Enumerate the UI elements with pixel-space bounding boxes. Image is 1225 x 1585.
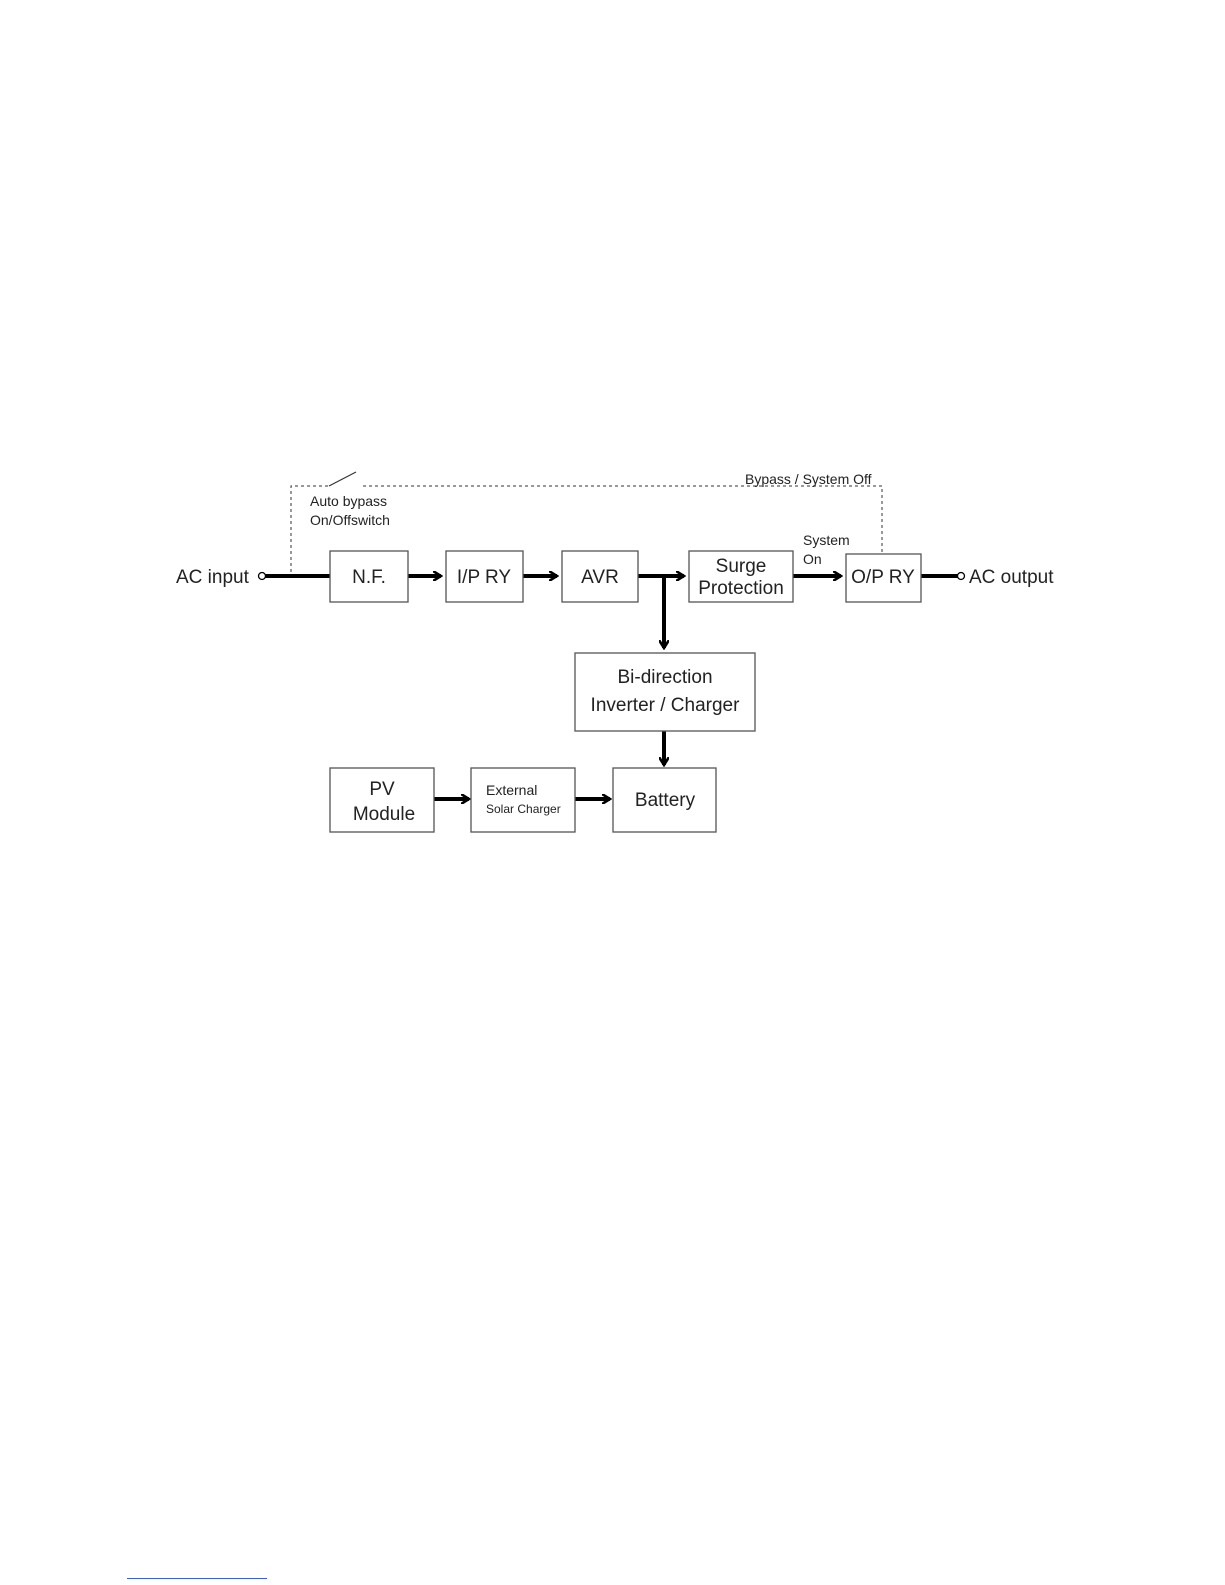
ac-input-label: AC input: [176, 567, 250, 588]
ac-output-label: AC output: [969, 567, 1054, 588]
system-on-label-2: On: [803, 551, 822, 567]
surge-label-2: Protection: [698, 578, 784, 599]
surge-label-1: Surge: [716, 556, 767, 577]
pv-module-block: PV Module: [330, 768, 434, 832]
input-relay-label: I/P RY: [457, 567, 512, 588]
inverter-label-2: Inverter / Charger: [591, 695, 741, 716]
battery-block: Battery: [613, 768, 716, 832]
ac-output-terminal: [958, 573, 965, 580]
solar-label-1: External: [486, 782, 537, 798]
nf-block: N.F.: [330, 551, 408, 602]
bypass-switch-contact: [329, 472, 356, 486]
output-relay-label: O/P RY: [851, 567, 915, 588]
surge-protection-block: Surge Protection: [689, 551, 793, 602]
auto-bypass-label-2: On/Offswitch: [310, 512, 390, 528]
bypass-system-off-label: Bypass / System Off: [745, 471, 872, 487]
pv-label-2: Module: [353, 804, 415, 825]
input-relay-block: I/P RY: [446, 551, 523, 602]
output-relay-block: O/P RY: [846, 554, 921, 602]
external-solar-charger-block: External Solar Charger: [471, 768, 575, 832]
avr-block: AVR: [562, 551, 638, 602]
footnote-separator: [127, 1578, 267, 1579]
inverter-label-1: Bi-direction: [617, 667, 712, 688]
auto-bypass-label-1: Auto bypass: [310, 493, 387, 509]
battery-label: Battery: [635, 790, 696, 811]
avr-label: AVR: [581, 567, 619, 588]
nf-label: N.F.: [352, 567, 386, 588]
pv-label-1: PV: [369, 779, 395, 800]
inverter-charger-block: Bi-direction Inverter / Charger: [575, 653, 755, 731]
solar-label-2: Solar Charger: [486, 802, 561, 816]
system-on-label-1: System: [803, 532, 850, 548]
ac-input-terminal: [259, 573, 266, 580]
